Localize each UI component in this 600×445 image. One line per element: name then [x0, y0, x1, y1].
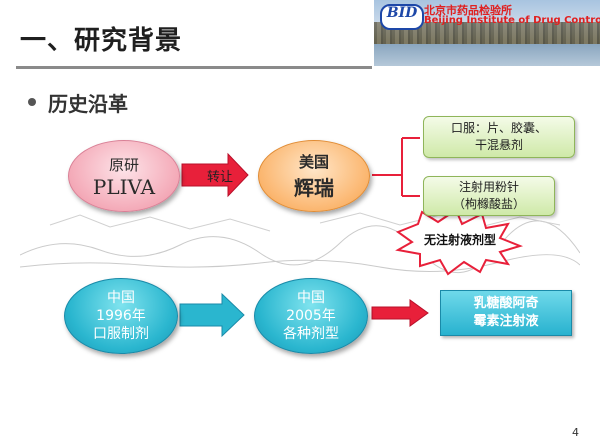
- page-number: 4: [572, 426, 579, 439]
- result-line2: 霉素注射液: [473, 314, 539, 329]
- institute-name-en: Beijing Institute of Drug Control: [424, 15, 600, 26]
- flow-arrow-icon-1: [179, 292, 245, 338]
- target-country: 美国: [298, 153, 329, 171]
- banner-trees: [374, 22, 600, 44]
- target-company: 辉瑞: [294, 176, 334, 200]
- injection-products-box: 注射用粉针 （枸橼酸盐）: [423, 176, 555, 216]
- bid-logo: BID: [386, 5, 418, 21]
- oral-products-line2: 干混悬剂: [474, 138, 523, 152]
- step1-country: 中国: [107, 290, 135, 306]
- step1-form: 口服制剂: [93, 326, 149, 342]
- title-underline: [16, 66, 372, 69]
- injection-products-line1: 注射用粉针: [458, 180, 519, 194]
- injection-products-line2: （枸橼酸盐）: [452, 197, 525, 211]
- flow-arrow-icon-2: [371, 299, 429, 327]
- china-1996-oval: 中国 1996年 口服制剂: [64, 278, 178, 354]
- result-line1: 乳糖酸阿奇: [473, 296, 539, 311]
- callout-text: 无注射液剂型: [423, 233, 496, 247]
- origin-label: 原研: [108, 155, 139, 174]
- origin-oval-pliva: 原研 PLIVA: [68, 140, 180, 212]
- bullet-heading: 历史沿革: [48, 92, 128, 116]
- step2-country: 中国: [297, 290, 325, 306]
- branch-connector: [372, 137, 420, 197]
- step2-form: 各种剂型: [283, 326, 339, 342]
- lactobionate-injection-box: 乳糖酸阿奇 霉素注射液: [440, 290, 572, 336]
- oral-products-box: 口服：片、胶囊、 干混悬剂: [423, 116, 575, 158]
- bid-logo-frame: [380, 4, 424, 30]
- transfer-label: 转让: [206, 170, 233, 185]
- header-banner-photo: [374, 0, 600, 66]
- institute-name-cn: 北京市药品检验所: [424, 4, 512, 17]
- step2-year: 2005年: [286, 308, 336, 324]
- bullet-dot-icon: [28, 98, 36, 106]
- oral-products-line1: 口服：片、胶囊、: [450, 121, 547, 135]
- banner-water: [374, 44, 600, 66]
- step1-year: 1996年: [96, 308, 146, 324]
- target-oval-pfizer: 美国 辉瑞: [258, 140, 370, 212]
- origin-company: PLIVA: [92, 174, 156, 199]
- transfer-arrow-icon: [181, 152, 249, 198]
- slide-title: 一、研究背景: [20, 26, 183, 56]
- china-2005-oval: 中国 2005年 各种剂型: [254, 278, 368, 354]
